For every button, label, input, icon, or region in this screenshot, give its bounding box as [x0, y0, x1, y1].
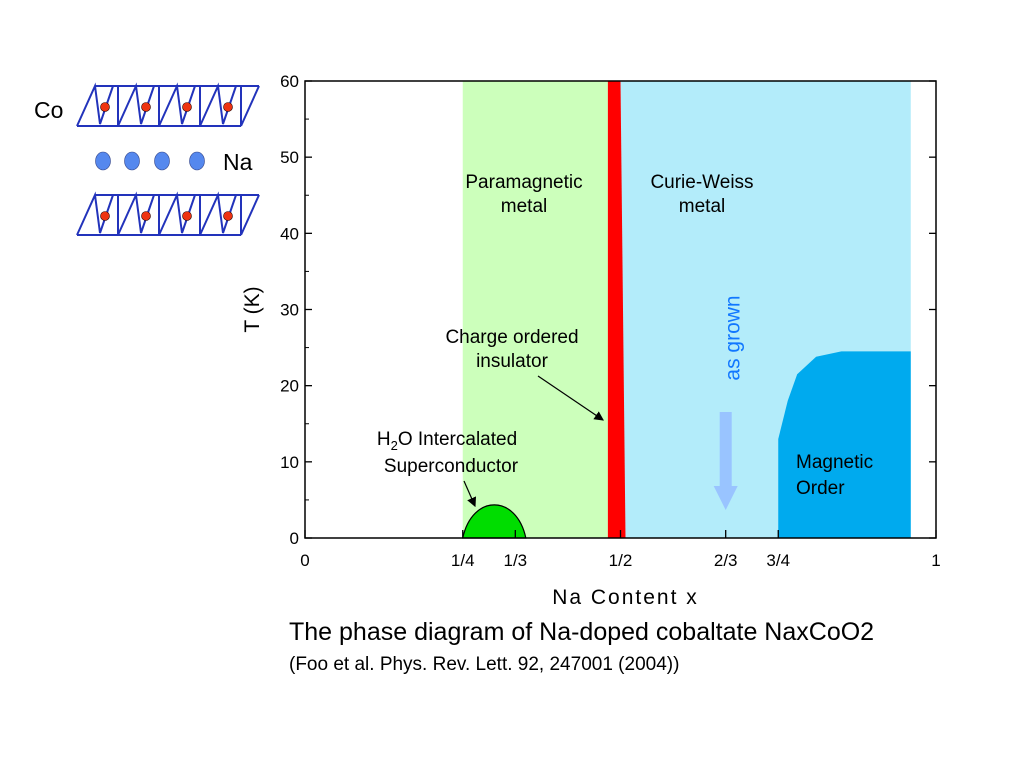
co-atom — [223, 102, 233, 112]
magnetic-order-region — [778, 351, 911, 538]
figure-caption-title: The phase diagram of Na-doped cobaltate … — [289, 618, 875, 646]
layer-end-edge — [240, 85, 260, 127]
co-atom — [182, 102, 192, 112]
x-tick-label: 1/2 — [609, 551, 633, 570]
curie-weiss-metal-label: metal — [679, 196, 725, 217]
x-axis-title: Na Content x — [552, 586, 699, 609]
layer-end-edge — [240, 194, 260, 236]
co-atom — [100, 211, 110, 221]
magnetic-order-label: Magnetic — [796, 452, 873, 473]
y-tick-label: 30 — [280, 301, 299, 320]
co-atom — [223, 211, 233, 221]
y-axis-title: T (K) — [241, 286, 264, 332]
curie-weiss-metal-label: Curie-Weiss — [650, 172, 753, 193]
region-labels: Paramagnetic metal Curie-Weiss metalCharge … — [377, 172, 873, 510]
as-grown-arrow-head — [713, 486, 738, 510]
magnetic-order-label: Order — [796, 478, 845, 499]
co-label: Co — [34, 97, 63, 123]
superconductor-pointer-arrow — [463, 480, 477, 508]
figure-caption-reference: (Foo et al. Phys. Rev. Lett. 92, 247001 … — [289, 654, 680, 675]
superconductor-label-part: H — [377, 429, 391, 450]
na-atom — [95, 151, 111, 171]
as-grown-arrow-shaft — [719, 412, 732, 488]
co-atom — [182, 211, 192, 221]
paramagnetic-metal-region — [462, 81, 608, 538]
superconductor-dome-region — [462, 504, 527, 539]
x-tick-label: 1/3 — [503, 551, 527, 570]
y-tick-label: 20 — [280, 377, 299, 396]
na-atom — [124, 151, 140, 171]
co-layer-bottom — [76, 191, 260, 236]
co-atom — [100, 102, 110, 112]
y-tick-label: 60 — [280, 72, 299, 91]
co-layer-top — [76, 82, 260, 127]
phase-regions — [462, 81, 911, 539]
as-grown-label: as grown — [722, 295, 745, 380]
phase-diagram-plot: Paramagnetic metal Curie-Weiss metalCharge … — [241, 72, 941, 609]
charge-ordered-insulator-label: Charge ordered — [445, 327, 578, 348]
x-tick-label: 1/4 — [451, 551, 475, 570]
charge-ordered-pointer-arrow — [537, 375, 604, 421]
y-tick-label: 10 — [280, 453, 299, 472]
na-label: Na — [223, 149, 253, 175]
plot-axes: 0 10 20 30 40 50 60 0 1/4 1/3 1/2 2/3 3/4 1 Na Content… — [241, 72, 941, 609]
superconductor-label-part: O Intercalated — [398, 429, 517, 450]
na-atom — [189, 151, 205, 171]
y-tick-label: 0 — [290, 529, 299, 548]
charge-ordered-insulator-region — [607, 81, 626, 538]
co-atom — [141, 211, 151, 221]
superconductor-label-subscript: 2 — [391, 438, 398, 453]
x-tick-label: 2/3 — [714, 551, 738, 570]
paramagnetic-metal-label: metal — [501, 196, 547, 217]
x-tick-label: 3/4 — [766, 551, 790, 570]
charge-ordered-insulator-label: insulator — [476, 351, 548, 372]
x-tick-label: 1 — [931, 551, 940, 570]
y-tick-label: 50 — [280, 148, 299, 167]
x-tick-label: 0 — [300, 551, 309, 570]
na-atom — [154, 151, 170, 171]
y-tick-label: 40 — [280, 224, 299, 243]
co-atom — [141, 102, 151, 112]
superconductor-label: Superconductor — [384, 456, 519, 477]
paramagnetic-metal-label: Paramagnetic — [465, 172, 582, 193]
superconductor-label: H2O Intercalated — [377, 429, 517, 453]
